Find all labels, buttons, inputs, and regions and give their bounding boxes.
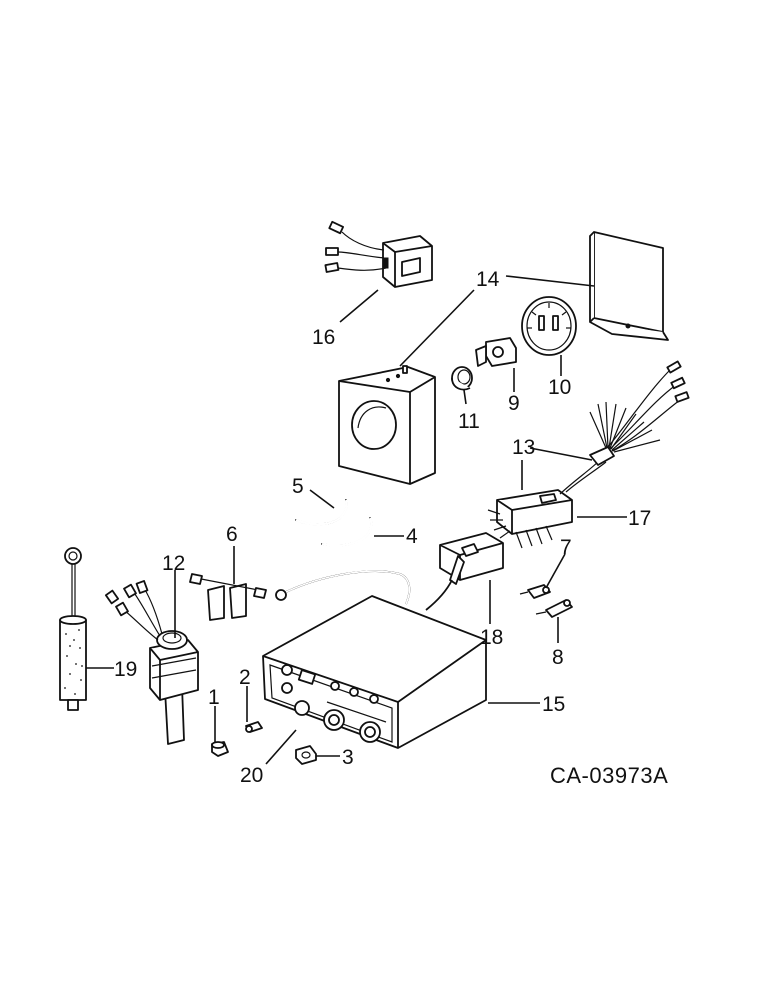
- callout-5: 5: [292, 475, 304, 498]
- part-11-ring: [451, 366, 473, 391]
- callout-2: 2: [239, 666, 251, 689]
- callout-14: 14: [476, 268, 500, 291]
- callout-12: 12: [162, 552, 185, 575]
- part-19-cylinder: [59, 547, 87, 711]
- part-14-housing: [338, 365, 436, 485]
- callout-15: 15: [542, 693, 565, 716]
- callout-1: 1: [208, 686, 220, 709]
- cable-to-console: [275, 570, 453, 611]
- callout-19: 19: [114, 658, 137, 681]
- callout-6: 6: [226, 523, 238, 546]
- part-6-bracket: [189, 573, 267, 621]
- callout-10: 10: [548, 376, 571, 399]
- callout-17: 17: [628, 507, 651, 530]
- part-14-mounting-plate: [589, 231, 669, 341]
- diagram-code: CA-03973A: [550, 763, 668, 788]
- part-10-gauge: [521, 296, 577, 356]
- callout-8: 8: [552, 646, 564, 669]
- part-4-hose: [321, 517, 373, 547]
- callout-20: 20: [240, 764, 263, 787]
- part-8-terminal: [535, 599, 573, 618]
- part-2-bulb: [245, 721, 263, 733]
- part-5-hose: [295, 499, 348, 526]
- callout-13: 13: [512, 436, 535, 459]
- leader-lines: [86, 275, 627, 765]
- part-9-bracket: [475, 337, 517, 367]
- part-12-handle: [104, 580, 199, 745]
- callout-18: 18: [480, 626, 503, 649]
- part-3-nut: [295, 745, 317, 765]
- part-7-connector: [519, 584, 551, 599]
- callout-3: 3: [342, 746, 354, 769]
- part-1-plug: [211, 741, 229, 757]
- part-16-relay: [324, 220, 433, 288]
- callout-16: 16: [312, 326, 335, 349]
- callout-labels: 16 14 10 9 11 13 5 17 4 6 7 12 18 8 19 2…: [114, 268, 651, 787]
- part-13-wire-harness: [559, 360, 690, 495]
- part-18-sensor: [439, 532, 504, 585]
- callout-9: 9: [508, 392, 520, 415]
- callout-11: 11: [458, 410, 480, 433]
- callout-4: 4: [406, 525, 418, 548]
- part-15-console: [262, 595, 487, 749]
- callout-7: 7: [560, 536, 572, 559]
- part-17-connector: [487, 489, 573, 549]
